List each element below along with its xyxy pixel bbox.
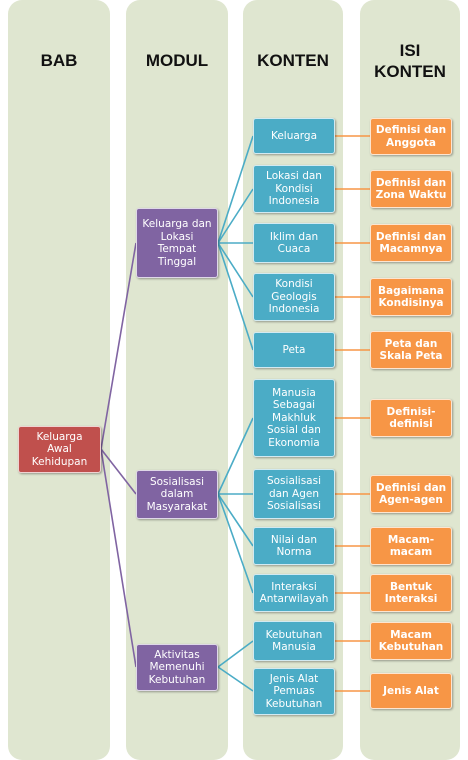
header-modul: MODUL [145, 51, 209, 70]
link-modul1-peta [217, 242, 254, 351]
modul-node-aktivitas[interactable]: Aktivitas Memenuhi Kebutuhan [136, 644, 218, 691]
isi-node-label: Macam- macam [387, 533, 435, 559]
isi-node-2[interactable]: Definisi dan Zona Waktu [370, 170, 452, 208]
link-modul3-kebutuhan [217, 640, 254, 668]
column-modul [126, 0, 228, 760]
isi-node-label: Definisi dan Anggota [375, 124, 447, 149]
konten-node-label: Jenis Alat Pemuas Kebutuhan [265, 672, 323, 710]
konten-node-alat-pemuas[interactable]: Jenis Alat Pemuas Kebutuhan [253, 668, 335, 715]
konten-node-nilai-norma[interactable]: Nilai dan Norma [253, 527, 335, 565]
isi-node-label: Definisi dan Zona Waktu [375, 176, 447, 202]
header-isi-konten: ISI KONTEN [374, 41, 446, 81]
link-modul1-geologis [217, 242, 254, 298]
link-modul3-alat [217, 666, 254, 692]
konten-node-lokasi-kondisi[interactable]: Lokasi dan Kondisi Indonesia [253, 165, 335, 213]
isi-node-label: Peta dan Skala Peta [379, 337, 443, 363]
isi-node-label: Definisi dan Agen-agen [375, 481, 447, 507]
konten-node-iklim-cuaca[interactable]: Iklim dan Cuaca [253, 223, 335, 263]
konten-node-label: Lokasi dan Kondisi Indonesia [266, 170, 322, 208]
isi-node-label: Macam Kebutuhan [378, 628, 444, 654]
link-modul2-manusia [217, 417, 254, 495]
konten-node-label: Kebutuhan Manusia [265, 628, 323, 654]
modul-node-label: Sosialisasi dalam Masyarakat [146, 475, 208, 513]
isi-node-7[interactable]: Definisi dan Agen-agen [370, 475, 452, 513]
isi-node-label: Jenis Alat [383, 684, 439, 697]
link-bab-modul-2 [100, 448, 137, 495]
konten-node-label: Kondisi Geologis Indonesia [268, 278, 320, 316]
link-modul2-nilai [217, 493, 254, 547]
link-modul1-keluarga [217, 135, 254, 244]
header-bab: BAB [40, 51, 78, 70]
isi-node-4[interactable]: Bagaimana Kondisinya [370, 278, 452, 316]
link-modul1-lokasi [217, 188, 254, 244]
link-modul2-interaksi [217, 493, 254, 594]
modul-node-label: Keluarga dan Lokasi Tempat Tinggal [142, 218, 212, 268]
isi-node-label: Definisi- definisi [386, 405, 436, 431]
konten-node-label: Peta [282, 343, 306, 356]
isi-node-label: Definisi dan Macamnya [375, 230, 447, 256]
isi-node-10[interactable]: Macam Kebutuhan [370, 622, 452, 660]
konten-node-keluarga[interactable]: Keluarga [253, 118, 335, 154]
isi-node-1[interactable]: Definisi dan Anggota [370, 118, 452, 155]
bab-node-label: Keluarga Awal Kehidupan [31, 430, 88, 468]
modul-node-sosialisasi[interactable]: Sosialisasi dalam Masyarakat [136, 470, 218, 519]
konten-node-label: Keluarga [270, 129, 318, 142]
modul-node-label: Aktivitas Memenuhi Kebutuhan [148, 648, 206, 686]
isi-node-label: Bagaimana Kondisinya [378, 284, 444, 310]
bab-node[interactable]: Keluarga Awal Kehidupan [18, 426, 101, 473]
konten-node-label: Sosialisasi dan Agen Sosialisasi [266, 475, 322, 513]
konten-node-manusia-sosial[interactable]: Manusia Sebagai Makhluk Sosial dan Ekono… [253, 379, 335, 457]
isi-node-5[interactable]: Peta dan Skala Peta [370, 331, 452, 369]
konten-node-label: Manusia Sebagai Makhluk Sosial dan Ekono… [267, 386, 321, 449]
isi-node-3[interactable]: Definisi dan Macamnya [370, 224, 452, 262]
konten-node-label: Nilai dan Norma [270, 533, 318, 559]
isi-node-9[interactable]: Bentuk Interaksi [370, 574, 452, 612]
header-konten: KONTEN [257, 51, 329, 70]
isi-node-6[interactable]: Definisi- definisi [370, 399, 452, 437]
link-bab-modul-3 [100, 448, 137, 668]
isi-node-11[interactable]: Jenis Alat [370, 673, 452, 709]
konten-node-agen-sosialisasi[interactable]: Sosialisasi dan Agen Sosialisasi [253, 469, 335, 519]
isi-node-8[interactable]: Macam- macam [370, 527, 452, 565]
konten-node-label: Interaksi Antarwilayah [259, 580, 329, 606]
link-bab-modul-1 [100, 242, 137, 450]
modul-node-keluarga-lokasi[interactable]: Keluarga dan Lokasi Tempat Tinggal [136, 208, 218, 278]
konten-node-peta[interactable]: Peta [253, 332, 335, 368]
isi-node-label: Bentuk Interaksi [384, 580, 438, 606]
konten-node-label: Iklim dan Cuaca [269, 230, 319, 256]
konten-node-geologis[interactable]: Kondisi Geologis Indonesia [253, 273, 335, 321]
column-bab [8, 0, 110, 760]
konten-node-kebutuhan-manusia[interactable]: Kebutuhan Manusia [253, 621, 335, 661]
konten-node-interaksi[interactable]: Interaksi Antarwilayah [253, 574, 335, 612]
